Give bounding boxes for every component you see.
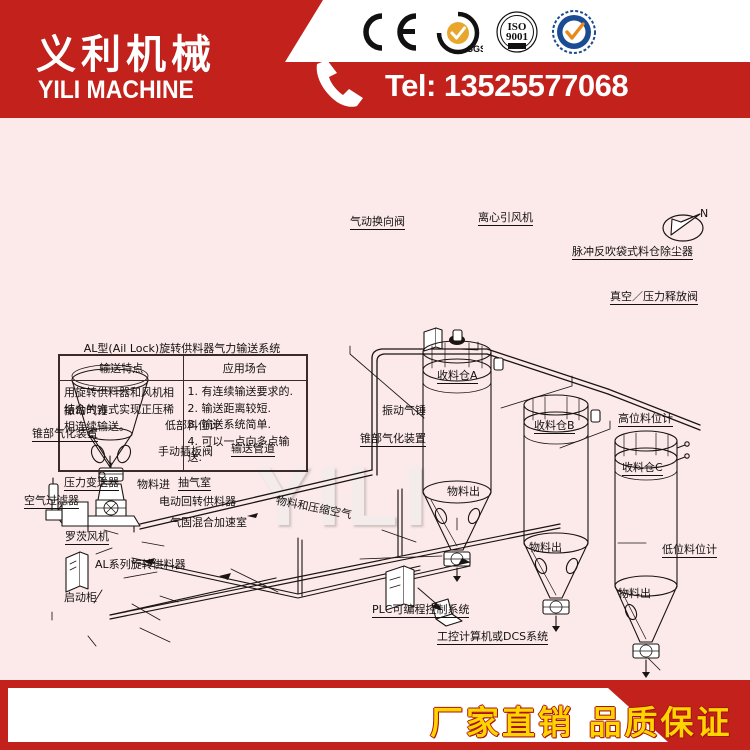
compass-icon bbox=[662, 213, 704, 242]
label-receiving-silo-c: 收料仓C bbox=[622, 461, 663, 477]
label-vacuum-pressure-relief-valve: 真空／压力释放阀 bbox=[610, 290, 698, 306]
spec-feature-text: 用旋转供料器和风机相结合的方式实现正压稀相连续输送。 bbox=[59, 380, 184, 471]
silo-c bbox=[614, 430, 690, 678]
svg-text:SGS: SGS bbox=[467, 44, 483, 54]
phone-icon bbox=[316, 60, 363, 107]
label-low-level-material-gauge-left: 低部料位计 bbox=[165, 419, 220, 432]
label-air-filter: 空气过滤器 bbox=[24, 494, 79, 510]
label-plc-programmable-control-system: PLC可编程控制系统 bbox=[372, 603, 470, 619]
label-cone-gasification-device-mid: 锥部气化装置 bbox=[360, 432, 426, 448]
label-pneumatic-reversing-valve: 气动换向阀 bbox=[350, 215, 405, 231]
silo-b bbox=[523, 394, 601, 632]
footer-white-panel bbox=[8, 688, 668, 742]
spec-applications-cell: 1. 有连续输送要求的. 2. 输送距离较短. 3. 输送系统简单. 4. 可以… bbox=[182, 380, 307, 471]
conveying-pipeline-path bbox=[139, 348, 701, 530]
roots-blower-body bbox=[45, 477, 89, 527]
silo-a bbox=[422, 329, 504, 582]
brand-name-cn: 义利机械 bbox=[36, 32, 216, 78]
svg-text:9001: 9001 bbox=[506, 31, 528, 43]
label-centrifugal-induced-draft-fan: 离心引风机 bbox=[478, 211, 533, 227]
label-industrial-computer-or-dcs-system: 工控计算机或DCS系统 bbox=[437, 630, 549, 646]
plc-cabinet-body bbox=[385, 565, 415, 611]
label-start-cabinet: 启动柜 bbox=[64, 591, 97, 604]
label-manual-plug-valve: 手动插板阀 bbox=[158, 445, 213, 458]
start-cabinet-body bbox=[65, 551, 89, 593]
label-material-outlet-b: 物料出 bbox=[529, 541, 562, 554]
pneumatic-reversing-valve-body bbox=[423, 327, 443, 352]
svg-text:ISO: ISO bbox=[508, 21, 527, 33]
label-high-level-material-gauge: 高位料位计 bbox=[618, 412, 673, 428]
label-material-outlet-c: 物料出 bbox=[618, 587, 651, 600]
brand-name-en: YILI MACHINE bbox=[38, 76, 194, 104]
label-compass-north: N bbox=[700, 207, 709, 220]
label-roots-blower: 罗茨风机 bbox=[65, 530, 109, 546]
label-material-inlet: 物料进 bbox=[137, 478, 170, 491]
iso-9001-certificate-icon: ISO 9001 bbox=[496, 11, 538, 53]
certification-logos: SGS ISO 9001 bbox=[360, 8, 597, 56]
label-extraction-chamber: 抽气室 bbox=[178, 476, 211, 492]
spec-application-item: 3. 输送系统简单. bbox=[187, 418, 272, 431]
label-conveying-pipeline: 输送管道 bbox=[231, 442, 275, 458]
label-al-series-rotary-feeder: AL系列旋转供料器 bbox=[95, 558, 186, 571]
quality-certificate-icon bbox=[552, 10, 596, 54]
sgs-certificate-icon: SGS bbox=[436, 11, 483, 55]
label-receiving-silo-b: 收料仓B bbox=[534, 419, 575, 435]
page-header: 义利机械 YILI MACHINE Tel: 13525577068 SGS bbox=[0, 0, 750, 118]
ce-mark-icon bbox=[363, 13, 417, 51]
telephone-number: Tel: 13525577068 bbox=[385, 68, 629, 103]
label-leader-lines bbox=[51, 341, 661, 671]
spec-table-title: AL型(Ail Lock)旋转供料器气力输送系统 bbox=[83, 342, 281, 355]
spec-header-applications: 应用场合 bbox=[182, 355, 307, 381]
page-footer: 厂家直销 品质保证 bbox=[0, 680, 750, 750]
spec-table: 输送特点 应用场合 用旋转供料器和风机相结合的方式实现正压稀相连续输送。 1. … bbox=[58, 354, 308, 472]
label-low-level-material-gauge: 低位料位计 bbox=[662, 543, 717, 559]
footer-slogan: 厂家直销 品质保证 bbox=[430, 703, 733, 742]
spec-application-item: 2. 输送距离较短. bbox=[187, 401, 272, 415]
label-electric-rotary-feeder: 电动回转供料器 bbox=[159, 495, 236, 508]
label-material-outlet-a: 物料出 bbox=[447, 485, 480, 498]
label-receiving-silo-a: 收料仓A bbox=[437, 369, 478, 385]
label-vibration-air-hammer-left: 振动气锤 bbox=[64, 404, 108, 417]
rotary-feeder-body bbox=[81, 483, 141, 533]
label-gas-solid-mixing-acceleration-chamber: 气固混合加速室 bbox=[170, 516, 247, 529]
spec-application-item: 1. 有连续输送要求的. bbox=[187, 385, 294, 398]
process-flow-diagram: YILI bbox=[0, 118, 750, 680]
spec-header-features: 输送特点 bbox=[59, 355, 184, 381]
bottom-bus-lines bbox=[131, 537, 421, 599]
label-vibration-air-hammer-mid: 振动气锤 bbox=[382, 404, 426, 417]
spec-application-item: 4. 可以一点向多点输送. bbox=[187, 434, 290, 465]
label-pressure-transmitter: 压力变送器 bbox=[64, 476, 119, 492]
label-pulse-back-blow-bag-silo-dust-collector: 脉冲反吹袋式料仓除尘器 bbox=[572, 245, 693, 261]
label-cone-gasification-device-left: 锥部气化装置 bbox=[32, 427, 98, 443]
